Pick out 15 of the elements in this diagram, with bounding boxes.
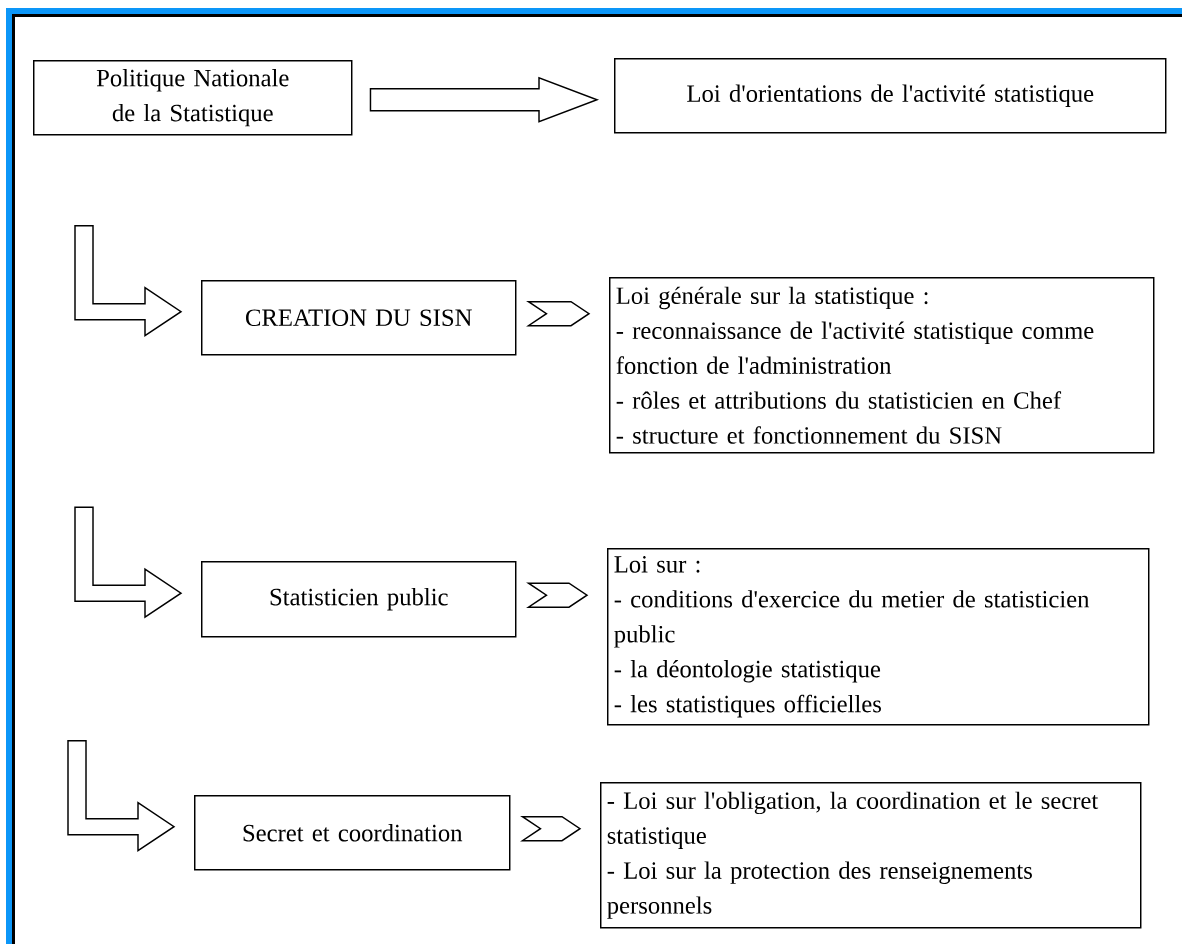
process-box: Politique Nationale de la Statistique (33, 60, 353, 136)
block-arrow (369, 76, 600, 123)
chevron-arrow (520, 816, 582, 842)
process-box: Loi d'orientations de l'activité statistique (614, 58, 1167, 134)
text-box: Loi générale sur la statistique : - reconnaissance de l'activité statistique comme fonction de l'administration - rôles et attributions du statisticien en Chef - structure et fonctionnement du SISN (609, 277, 1155, 454)
bent-arrow (74, 506, 183, 619)
chevron-arrow (526, 301, 591, 327)
chevron-arrow (526, 582, 589, 608)
bent-arrow (74, 225, 183, 338)
process-box: Secret et coordination (194, 795, 511, 871)
text-box: Loi sur : - conditions d'exercice du metier de statisticien public - la déontologie statistique - les statistiques officielles (607, 548, 1150, 726)
process-box: CREATION DU SISN (201, 280, 517, 356)
text-box: - Loi sur l'obligation, la coordination et le secret statistique - Loi sur la protection des renseignements personnels (600, 782, 1142, 929)
bent-arrow (67, 740, 176, 853)
process-box: Statisticien public (201, 561, 517, 638)
